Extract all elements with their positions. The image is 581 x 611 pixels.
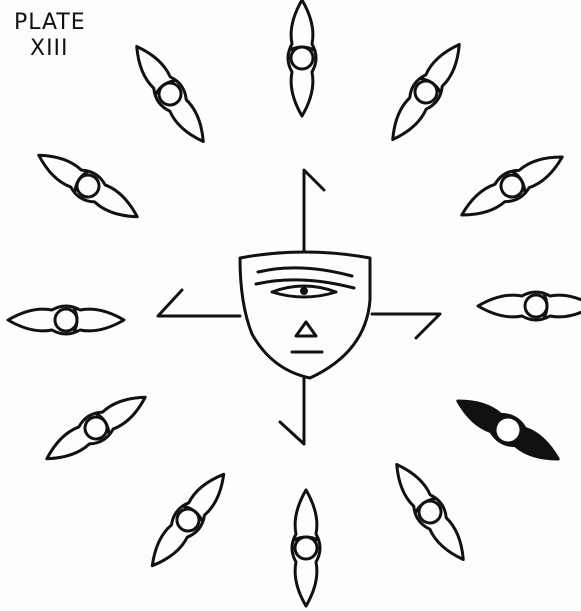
mask-brow-upper (258, 268, 352, 276)
eye-token-2-oclock (455, 145, 569, 227)
arm-left (158, 290, 240, 316)
mask-eye-pupil (300, 287, 308, 295)
eye-token-1-oclock (381, 36, 470, 147)
eye-token-9-oclock (8, 306, 124, 334)
arm-right (372, 314, 440, 338)
eye-token-11-oclock (125, 38, 214, 149)
eye-token-7-oclock (141, 466, 234, 575)
arm-top (304, 170, 324, 250)
mask-nose-triangle (296, 322, 316, 336)
central-mask (240, 252, 370, 378)
eye-token-3-oclock (478, 292, 581, 320)
eye-token-4-oclock-filled (451, 389, 565, 471)
eye-token-10-oclock (31, 143, 144, 228)
arm-bottom (280, 378, 304, 444)
central-arms (158, 170, 440, 444)
eye-token-8-oclock (39, 385, 152, 470)
eye-token-12-oclock (288, 0, 316, 116)
eye-token-6-oclock (292, 490, 320, 606)
eye-token-5-oclock (385, 456, 474, 567)
